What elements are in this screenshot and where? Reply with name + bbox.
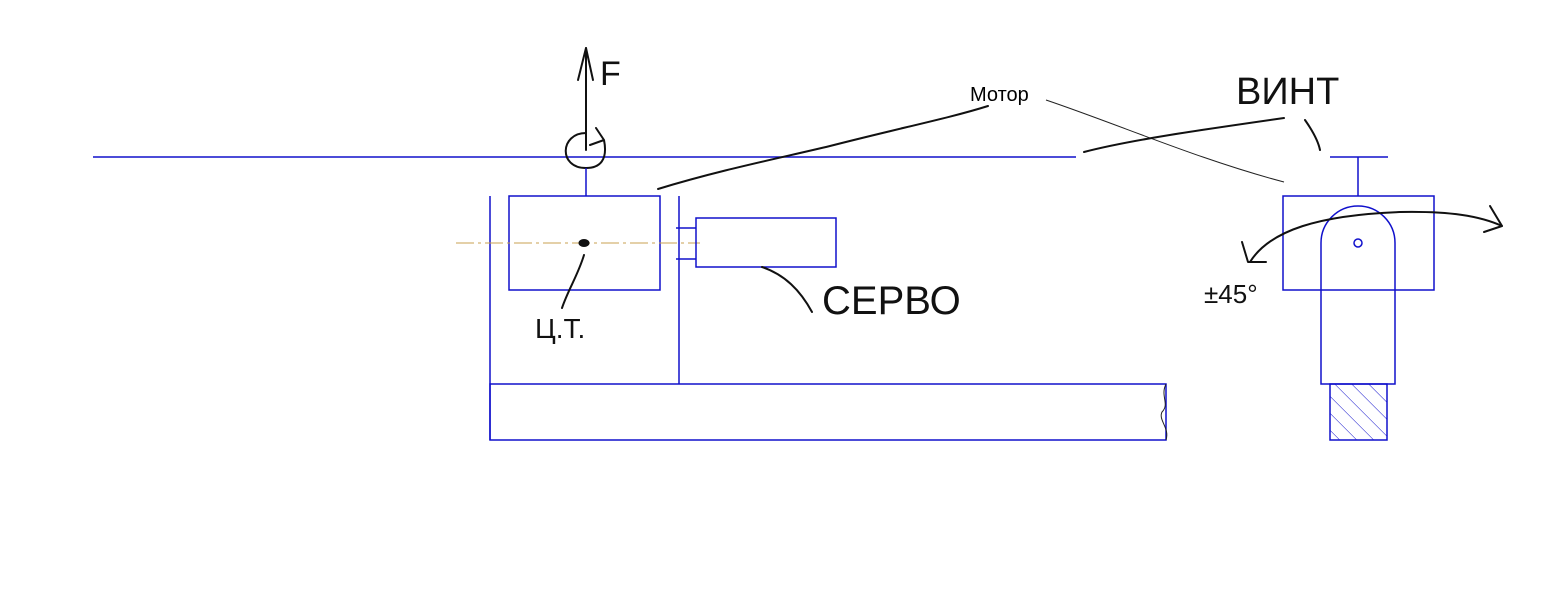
propeller-label: ВИНТ bbox=[1236, 71, 1339, 113]
center-of-mass-leader bbox=[561, 254, 585, 309]
center-of-mass-dot bbox=[578, 239, 590, 247]
angle-label: ±45° bbox=[1204, 279, 1258, 309]
beam-break-mark bbox=[1160, 383, 1168, 441]
swing-arrow-head-left bbox=[1241, 241, 1267, 263]
base-beam bbox=[489, 383, 1167, 441]
servo-box bbox=[695, 217, 837, 268]
servo-arm bbox=[1320, 205, 1396, 385]
servo-bracket bbox=[676, 227, 696, 260]
servo-leader bbox=[761, 266, 813, 313]
propeller-leader-left bbox=[1083, 117, 1285, 153]
force-label: F bbox=[600, 55, 621, 93]
propeller-leader-right bbox=[1304, 119, 1321, 151]
motor-leader-right bbox=[1045, 99, 1285, 183]
rotation-arrow-icon bbox=[564, 127, 606, 169]
motor-leader-left bbox=[657, 105, 989, 190]
center-of-mass-label: Ц.Т. bbox=[535, 313, 585, 344]
right-motor-box bbox=[1282, 195, 1435, 291]
servo-label: СЕРВО bbox=[822, 279, 961, 323]
swing-arrow-icon bbox=[1249, 210, 1503, 263]
servo-pivot-dot bbox=[1353, 238, 1363, 248]
swing-arrow-head-right bbox=[1483, 205, 1503, 233]
hatched-support bbox=[1329, 383, 1388, 441]
motor-label: Мотор bbox=[970, 84, 1029, 106]
